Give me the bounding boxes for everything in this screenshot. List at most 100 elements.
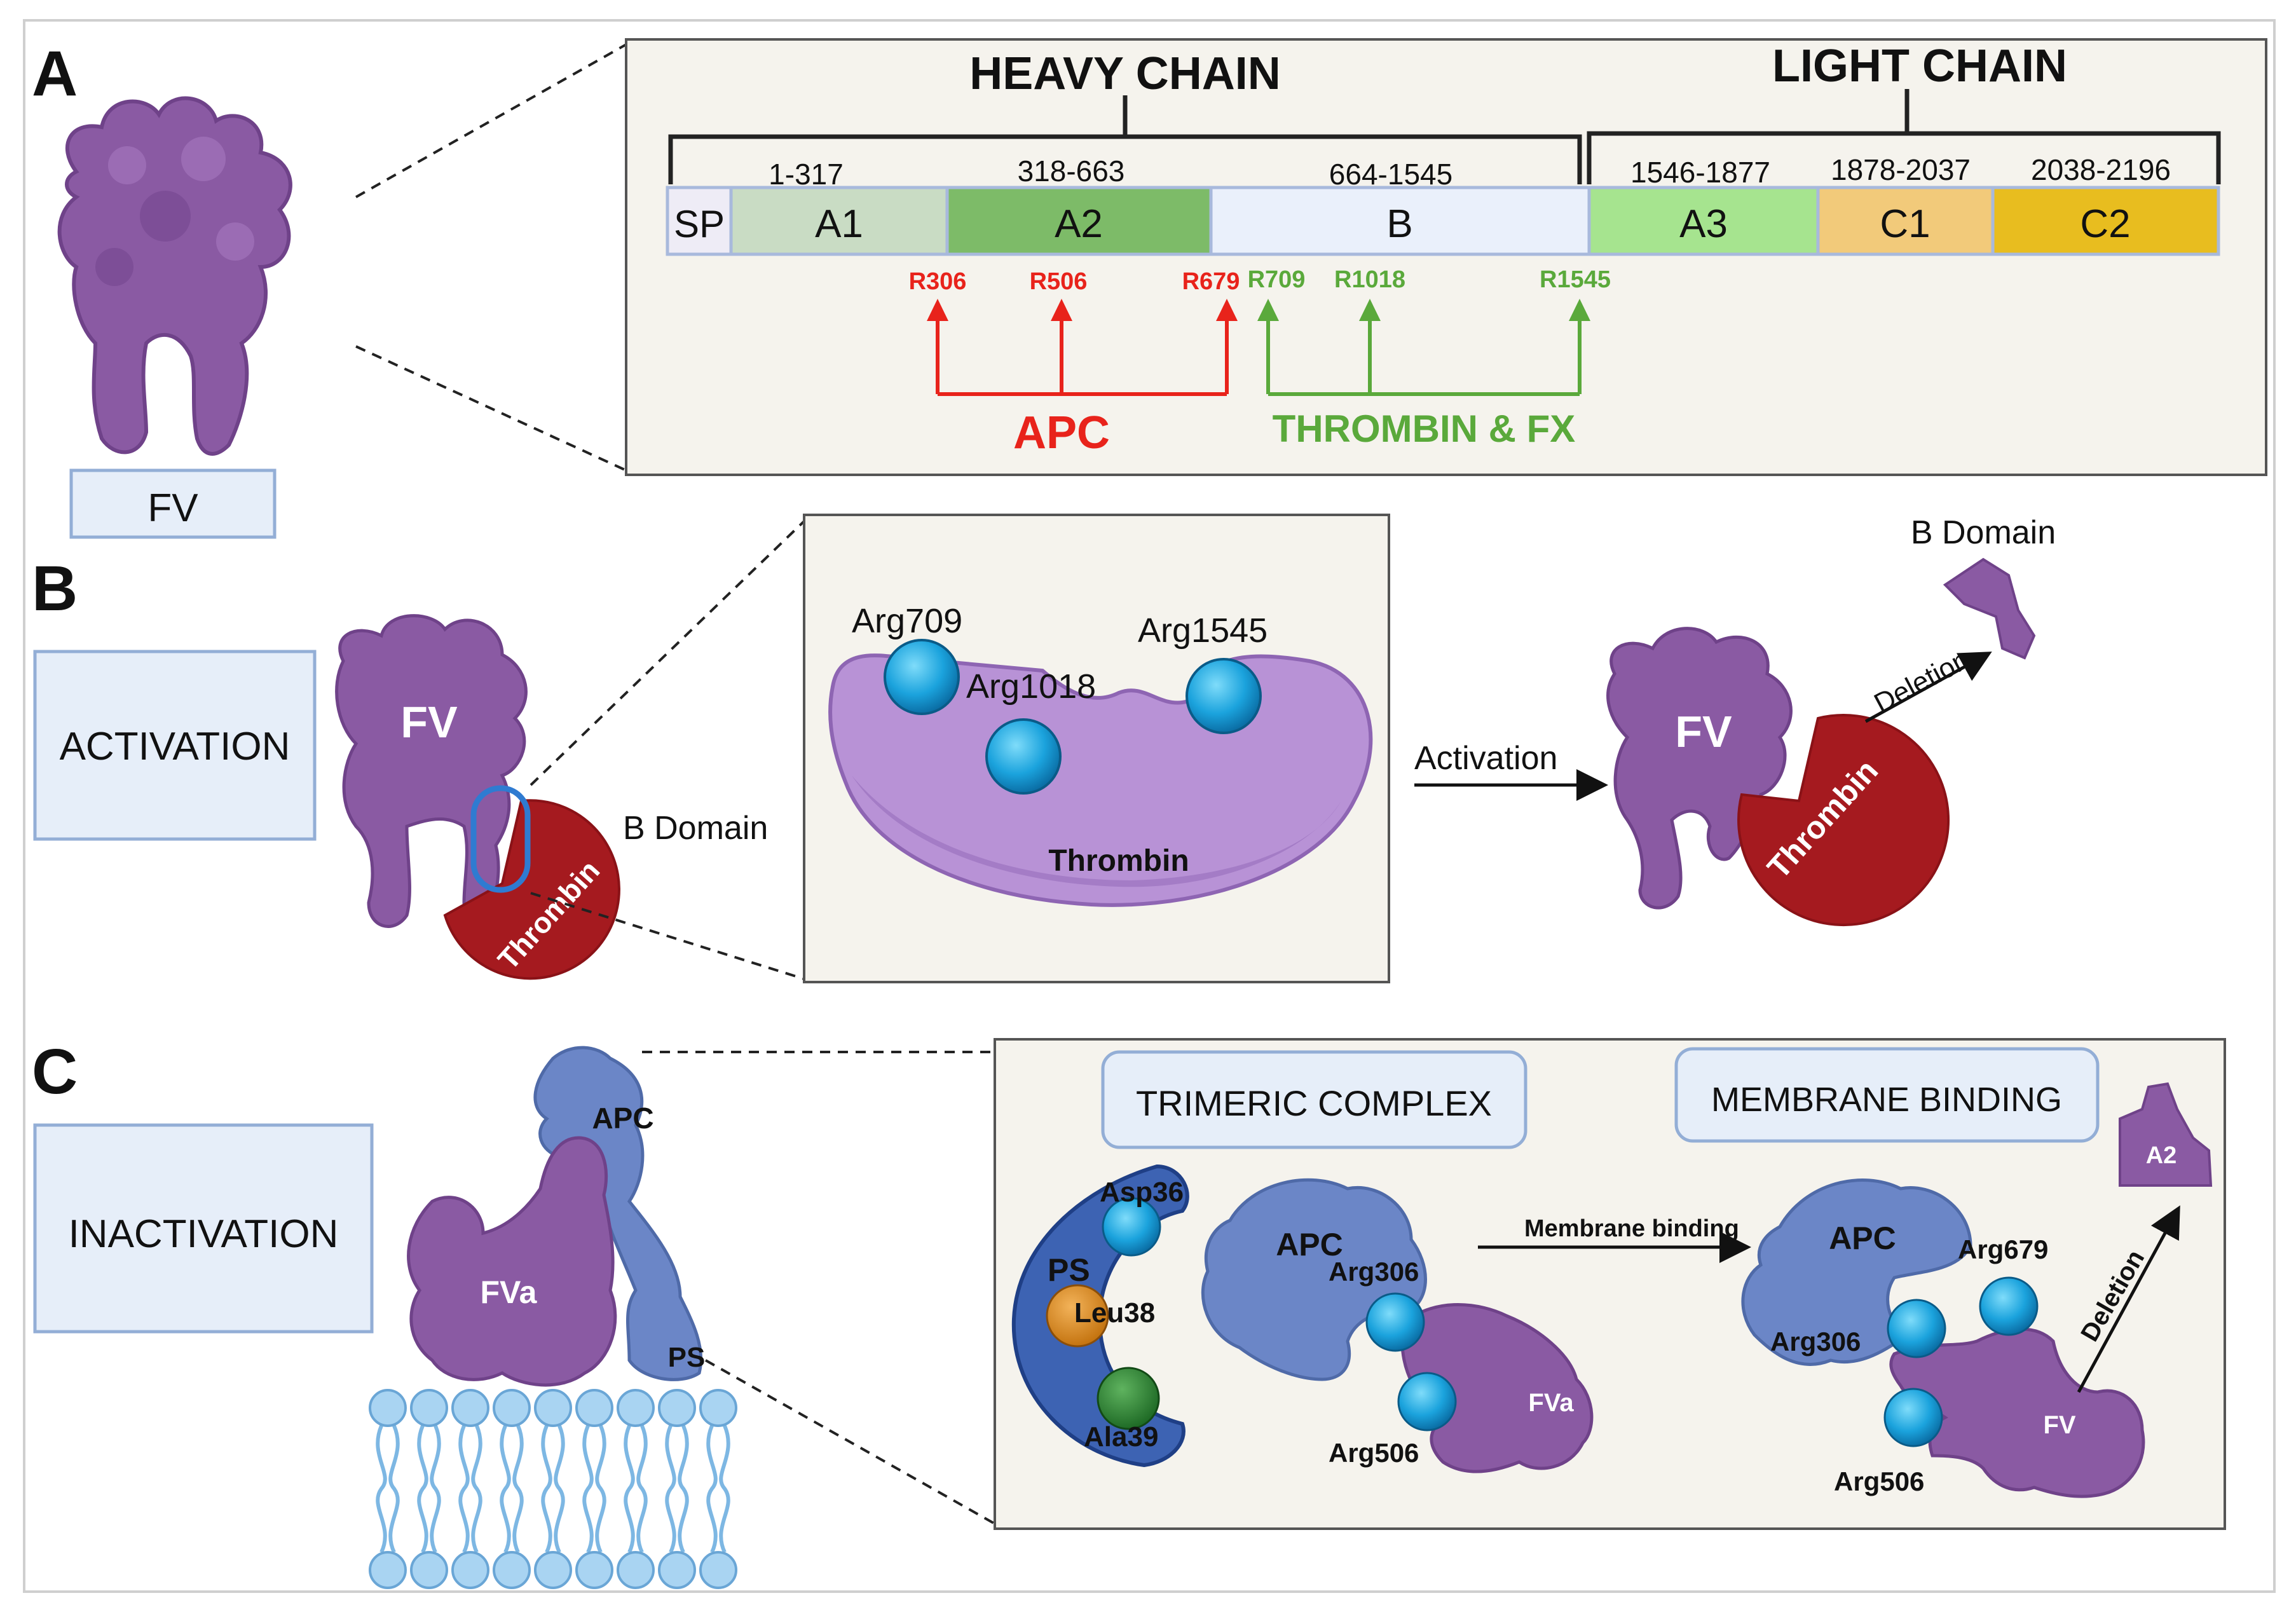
leu38-label: Leu38 (1074, 1297, 1155, 1329)
domain-map-box (625, 38, 2267, 476)
activation-box (33, 650, 317, 841)
lipid (699, 1389, 737, 1589)
arg1545-ball (1186, 658, 1262, 734)
domain-sp (666, 186, 733, 256)
thrombin-pacman-b (443, 799, 620, 980)
site-r1018: R1018 (1334, 266, 1405, 293)
domain-label-b: B (1386, 202, 1412, 246)
domain-label-a1: A1 (815, 202, 863, 246)
panel-c-letter: C (32, 1036, 78, 1107)
trimeric-complex-label: TRIMERIC COMPLEX (1136, 1083, 1492, 1123)
deletion-arrow-b (1864, 652, 1992, 723)
fv-label-right-c: FV (2043, 1411, 2075, 1439)
fv-label-b: FV (400, 697, 458, 747)
deletion-arrow-c (2077, 1205, 2180, 1393)
range-c2: 2038-2196 (2031, 153, 2171, 186)
domain-bar (666, 186, 2220, 256)
arg506-ball-mid (1397, 1372, 1457, 1431)
b-domain-label-left: B Domain (623, 810, 768, 847)
domain-b (1209, 186, 1591, 256)
fva-protein-c (407, 1136, 617, 1387)
arg709-ball (884, 639, 960, 715)
activation-label: ACTIVATION (60, 725, 290, 768)
domain-c2 (1991, 186, 2220, 256)
arg1018-label: Arg1018 (966, 667, 1096, 706)
lipid (575, 1389, 613, 1589)
lipid (451, 1389, 489, 1589)
lipid (410, 1389, 448, 1589)
arg679-ball-right (1979, 1276, 2039, 1336)
site-r709: R709 (1248, 266, 1306, 293)
heavy-chain-bracket (668, 95, 1582, 184)
range-a2: 318-663 (1018, 154, 1125, 188)
thrombin-pacman-b-right (1737, 714, 1950, 927)
domain-label-sp: SP (674, 203, 725, 245)
leu38-ball (1046, 1284, 1109, 1348)
apc-label-mid: APC (1276, 1227, 1343, 1262)
ala39-ball (1097, 1367, 1160, 1430)
b-domain-highlight (470, 785, 531, 893)
site-r679: R679 (1182, 268, 1240, 295)
a2-label: A2 (2146, 1142, 2177, 1169)
inactivation-box (33, 1123, 374, 1334)
a2-fragment (2119, 1082, 2213, 1187)
arg1545-label: Arg1545 (1138, 611, 1268, 650)
arg709-label: Arg709 (852, 602, 962, 640)
lipid (493, 1389, 531, 1589)
arg506-ball-right (1883, 1388, 1943, 1447)
membrane-binding-arrow-label: Membrane binding (1524, 1215, 1739, 1242)
domain-label-a2: A2 (1055, 202, 1103, 246)
arg1018-ball (985, 718, 1062, 795)
arg306-ball-right (1887, 1299, 1946, 1358)
heavy-chain-label: HEAVY CHAIN (969, 48, 1280, 99)
site-r1545: R1545 (1540, 266, 1611, 293)
range-a1: 1-317 (769, 158, 844, 191)
range-c1: 1878-2037 (1831, 153, 1971, 186)
light-chain-bracket (1587, 89, 2221, 184)
domain-c1 (1816, 186, 1995, 256)
apc-arrows (936, 318, 1229, 396)
fv-label-box-a (69, 468, 277, 539)
membrane-binding-label: MEMBRANE BINDING (1711, 1081, 2062, 1119)
activation-arrow-label: Activation (1414, 740, 1557, 777)
asp36-ball (1102, 1197, 1161, 1257)
ps-inset-label: PS (1048, 1252, 1090, 1288)
apc-protein-mid (1201, 1178, 1427, 1381)
b-domain-fragment (1943, 557, 2036, 660)
range-b: 664-1545 (1329, 158, 1452, 191)
fv-label-a: FV (147, 486, 198, 530)
arg506-label-right: Arg506 (1834, 1466, 1924, 1496)
arg306-label-right: Arg306 (1770, 1327, 1861, 1356)
asp36-label: Asp36 (1100, 1177, 1184, 1208)
fv-protein-right-c (1889, 1327, 2145, 1498)
arg306-label-mid: Arg306 (1329, 1257, 1419, 1287)
b-domain-top-label: B Domain (1911, 514, 2056, 551)
domain-label-a3: A3 (1679, 202, 1728, 246)
light-chain-label: LIGHT CHAIN (1772, 41, 2067, 92)
lipid (617, 1389, 655, 1589)
arg306-ball-mid (1365, 1292, 1425, 1352)
fv-protein-b-right (1606, 627, 1793, 910)
site-r506: R506 (1030, 268, 1088, 295)
apc-label-c: APC (592, 1102, 653, 1135)
thrombin-fx-label: THROMBIN & FX (1273, 407, 1576, 450)
thrombin-arrows (1266, 318, 1582, 396)
membrane-binding-box (1674, 1047, 2100, 1143)
domain-label-c1: C1 (1880, 202, 1930, 246)
arg506-label-mid: Arg506 (1329, 1438, 1419, 1468)
fv-protein-a (57, 96, 292, 456)
panel-a-letter: A (32, 38, 78, 109)
ps-label-c: PS (668, 1342, 706, 1373)
fva-label-mid: FVa (1528, 1389, 1574, 1417)
apc-label-a: APC (1013, 407, 1110, 458)
lipid-bilayer (369, 1389, 737, 1589)
fv-label-b-right: FV (1675, 707, 1732, 756)
trimeric-complex-box (1101, 1050, 1527, 1149)
domain-label-c2: C2 (2080, 202, 2130, 246)
lipid (369, 1389, 407, 1589)
range-a3: 1546-1877 (1630, 156, 1770, 189)
panel-b-letter: B (32, 553, 78, 624)
fva-label-c: FVa (481, 1274, 538, 1310)
lipid (534, 1389, 572, 1589)
